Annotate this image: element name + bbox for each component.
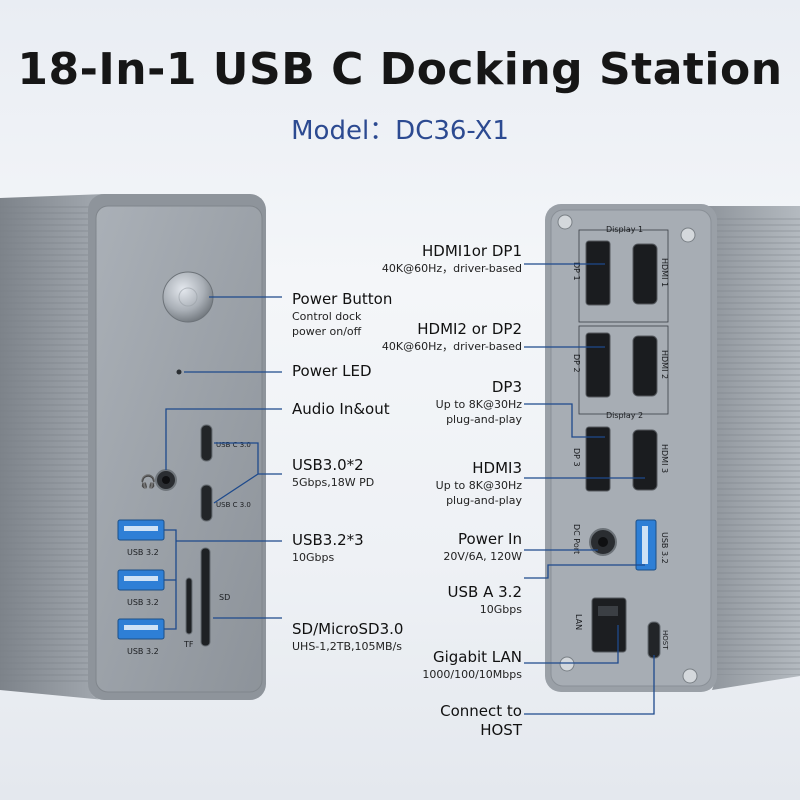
sd-card-slot[interactable]	[200, 547, 211, 647]
back-dp1-port[interactable]	[585, 240, 611, 306]
dc-port-label: DC Port	[572, 524, 581, 554]
display-1-label: Display 1	[606, 225, 643, 234]
callout-title: USB A 3.2	[447, 583, 522, 601]
screw-top-right	[680, 227, 696, 243]
callout-sub: 40K@60Hz，driver-based	[381, 340, 522, 353]
callout-title: Gigabit LAN	[432, 648, 522, 666]
back-hdmi2-port[interactable]	[632, 335, 658, 397]
callout-title: USB3.2*3	[292, 531, 364, 549]
tf-label: TF	[183, 640, 194, 649]
callout-title: SD/MicroSD3.0	[292, 620, 404, 638]
dp1-label: DP 1	[572, 262, 581, 281]
callout-sub: plug-and-play	[446, 413, 522, 426]
callout-power-button: Power Button Control dock power on/off	[292, 290, 392, 339]
dp3-label: DP 3	[572, 448, 581, 467]
screw-bottom-left	[559, 656, 575, 672]
back-device: Display 1 Display 2 DP 1 HDMI 1 DP 2 HDM…	[545, 204, 800, 692]
callout-host: Connect to HOST	[440, 702, 522, 740]
tf-card-slot[interactable]	[185, 577, 193, 635]
screw-bottom-right	[682, 668, 698, 684]
screw-top-left	[557, 214, 573, 230]
callout-title: Power LED	[292, 362, 372, 380]
callout-sub: plug-and-play	[446, 494, 522, 507]
callout-sub: 1000/100/10Mbps	[422, 668, 522, 681]
front-usbc-label-2: USB C 3.0	[216, 501, 251, 509]
lan-label: LAN	[574, 614, 583, 630]
back-dp2-port[interactable]	[585, 332, 611, 398]
back-host-usbc-port[interactable]	[647, 621, 661, 659]
back-dp3-port[interactable]	[585, 426, 611, 492]
front-usbc-port-1[interactable]	[200, 424, 213, 462]
callout-sub: Control dock	[292, 310, 362, 323]
callout-sub: UHS-1,2TB,105MB/s	[292, 640, 402, 653]
page-title: 18-In-1 USB C Docking Station	[17, 44, 783, 95]
callout-lan: Gigabit LAN 1000/100/10Mbps	[422, 648, 522, 682]
callout-sub: Up to 8K@30Hz	[435, 479, 522, 492]
front-usbc-port-2[interactable]	[200, 484, 213, 522]
callout-title: USB3.0*2	[292, 456, 364, 474]
back-usb32-label: USB 3.2	[660, 532, 669, 564]
callout-hdmi1-dp1: HDMI1or DP1 40K@60Hz，driver-based	[382, 242, 522, 276]
callout-sub: 40K@60Hz，driver-based	[381, 262, 522, 275]
front-usb32-label-3: USB 3.2	[127, 647, 159, 656]
callout-title: HDMI3	[472, 459, 522, 477]
headphone-icon: 🎧	[140, 474, 156, 490]
host-label: HOST	[661, 630, 669, 650]
callout-title: Audio In&out	[292, 400, 390, 418]
hdmi2-label: HDMI 2	[660, 350, 669, 379]
callout-sub: power on/off	[292, 325, 362, 338]
back-hdmi1-port[interactable]	[632, 243, 658, 305]
callout-title: Connect to	[440, 702, 522, 720]
callout-lines	[164, 263, 655, 715]
dp2-label: DP 2	[572, 354, 581, 373]
front-device: 🎧 USB C 3.0 USB C 3.0 USB 3.2 USB 3.2 US…	[0, 194, 266, 700]
front-usb32-label-1: USB 3.2	[127, 548, 159, 557]
callout-power-in: Power In 20V/6A, 120W	[443, 530, 522, 564]
callout-usb30: USB3.0*2 5Gbps,18W PD	[292, 456, 374, 490]
front-usbc-label-1: USB C 3.0	[216, 441, 251, 449]
callout-title-line2: HOST	[480, 721, 522, 739]
callout-usb-a: USB A 3.2 10Gbps	[448, 583, 522, 617]
callout-sub: 10Gbps	[292, 551, 335, 564]
power-led-dot	[176, 369, 182, 375]
callout-title: HDMI2 or DP2	[417, 320, 522, 338]
hdmi3-label: HDMI 3	[660, 444, 669, 473]
callout-title: Power Button	[292, 290, 393, 308]
callout-title: HDMI1or DP1	[422, 242, 522, 260]
callout-title: Power In	[457, 530, 522, 548]
callout-title: DP3	[491, 378, 522, 396]
callout-power-led: Power LED	[292, 362, 372, 381]
callout-sub: Up to 8K@30Hz	[435, 398, 522, 411]
callout-sub: 5Gbps,18W PD	[292, 476, 375, 489]
callout-dp3: DP3 Up to 8K@30Hz plug-and-play	[436, 378, 522, 427]
power-button-knob[interactable]	[162, 271, 214, 323]
callout-usb32: USB3.2*3 10Gbps	[292, 531, 364, 565]
callout-audio: Audio In&out	[292, 400, 390, 419]
back-hdmi3-port[interactable]	[632, 429, 658, 491]
callout-sub: 10Gbps	[479, 603, 522, 616]
callout-sd: SD/MicroSD3.0 UHS-1,2TB,105MB/s	[292, 620, 403, 654]
callout-hdmi2-dp2: HDMI2 or DP2 40K@60Hz，driver-based	[382, 320, 522, 354]
display-2-label: Display 2	[606, 411, 643, 420]
callout-sub: 20V/6A, 120W	[443, 550, 522, 563]
sd-label: SD	[219, 593, 230, 602]
front-usb32-label-2: USB 3.2	[127, 598, 159, 607]
callout-hdmi3: HDMI3 Up to 8K@30Hz plug-and-play	[436, 459, 522, 508]
model-subtitle: Model：DC36-X1	[291, 116, 509, 146]
hdmi1-label: HDMI 1	[660, 258, 669, 287]
